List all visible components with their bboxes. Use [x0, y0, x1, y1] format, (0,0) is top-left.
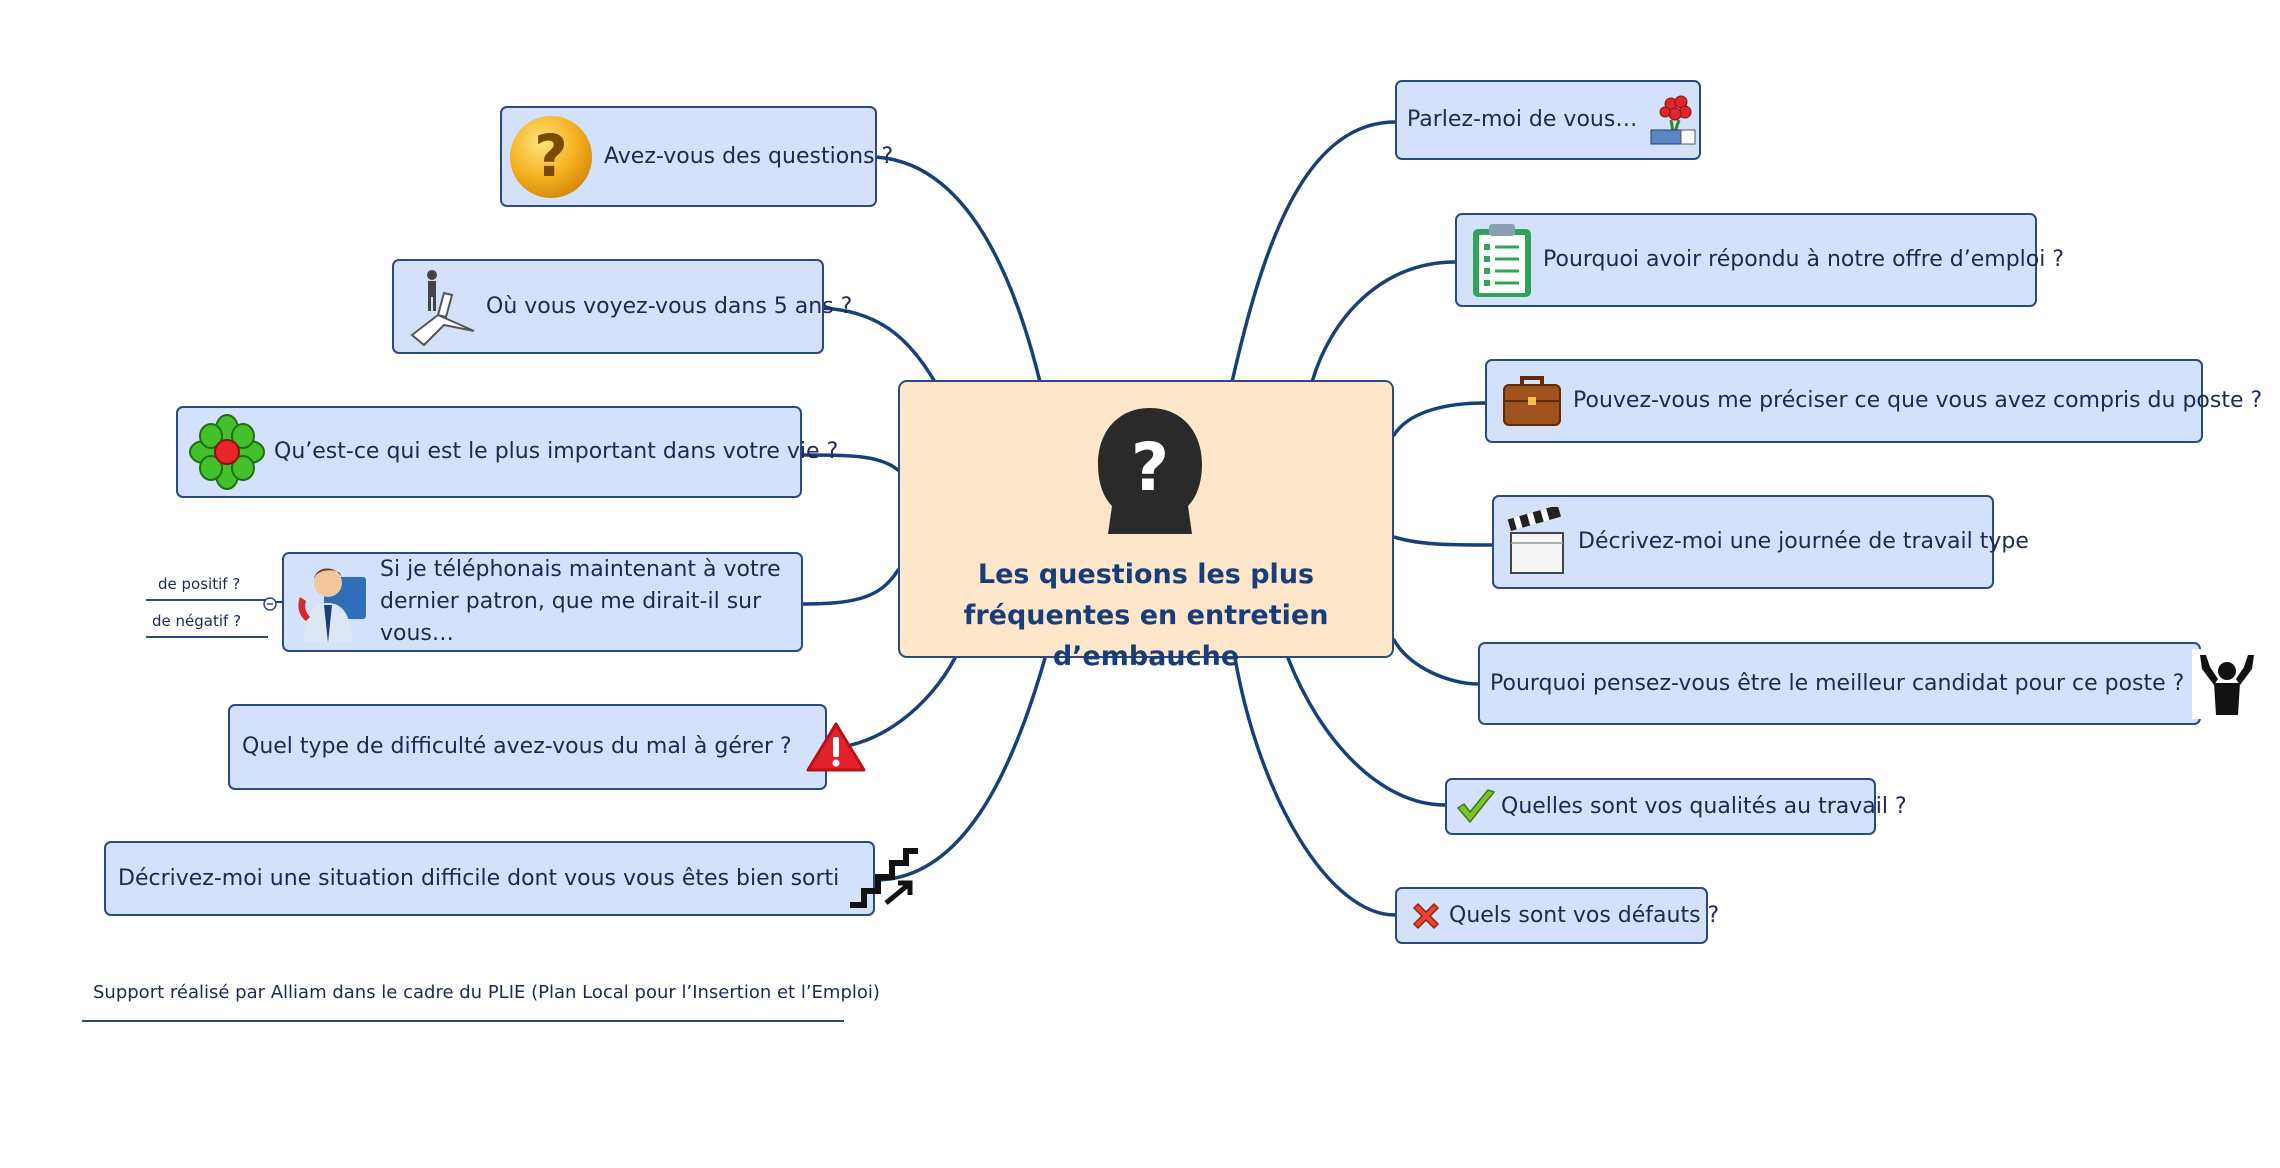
red-cross-icon — [1407, 897, 1445, 935]
subtopic-negatif[interactable]: de négatif ? — [152, 612, 242, 630]
topic-dernier-patron[interactable]: Si je téléphonais maintenant à votre der… — [282, 552, 803, 652]
svg-text:?: ? — [534, 122, 568, 190]
connector-ou-vous — [818, 306, 937, 384]
businessman-phone-icon — [294, 559, 370, 645]
topic-qualites-au-travail[interactable]: Quelles sont vos qualités au travail ? — [1445, 778, 1907, 835]
topic-label: Quelles sont vos qualités au travail ? — [1501, 793, 1907, 819]
subtopic-positif[interactable]: de positif ? — [158, 575, 241, 593]
subtopic-positif-underline — [146, 599, 268, 601]
question-mark-icon: ? — [508, 114, 594, 200]
connector-avez-vous — [873, 155, 1042, 384]
checkmark-icon — [1455, 786, 1497, 828]
connector-candidat — [1392, 638, 1480, 686]
connector-poste — [1392, 401, 1487, 437]
topic-label: Quels sont vos défauts ? — [1449, 902, 1720, 928]
svg-text:?: ? — [1131, 429, 1169, 506]
topic-label: Si je téléphonais maintenant à votre der… — [380, 557, 781, 646]
flowers-hand-icon — [1643, 90, 1703, 150]
topic-le-plus-important[interactable]: Qu’est-ce qui est le plus important dans… — [176, 406, 838, 498]
connector-telephone — [798, 568, 900, 606]
connector-important — [798, 453, 900, 472]
topic-journee-type[interactable]: Décrivez-moi une journée de travail type — [1492, 495, 2029, 589]
stairs-up-icon — [845, 846, 923, 912]
topic-label: Parlez-moi de vous… — [1407, 107, 1638, 133]
topic-label: Quel type de difficulté avez-vous du mal… — [242, 734, 792, 760]
clapperboard-icon — [1506, 506, 1568, 578]
footer-credit: Support réalisé par Alliam dans le cadre… — [93, 982, 880, 1003]
topic-label: Pouvez-vous me préciser ce que vous avez… — [1573, 388, 2263, 414]
topic-label: Décrivez-moi une situation difficile don… — [118, 865, 840, 891]
topic-compris-du-poste[interactable]: Pouvez-vous me préciser ce que vous avez… — [1485, 359, 2262, 443]
question-head-icon: ? — [1098, 408, 1202, 534]
topic-label: Pourquoi pensez-vous être le meilleur ca… — [1490, 670, 2185, 696]
connector-journee — [1392, 535, 1494, 547]
topic-label: Qu’est-ce qui est le plus important dans… — [274, 439, 839, 465]
central-topic-title: Les questions les plus fréquentes en ent… — [963, 559, 1329, 672]
topic-meilleur-candidat[interactable]: Pourquoi pensez-vous être le meilleur ca… — [1478, 642, 2263, 725]
green-flower-icon — [188, 413, 266, 491]
crossroads-icon — [404, 265, 478, 349]
subtopic-negatif-underline — [146, 636, 268, 638]
topic-offre-emploi[interactable]: Pourquoi avoir répondu à notre offre d’e… — [1455, 213, 2064, 307]
topic-type-de-difficulte[interactable]: Quel type de difficulté avez-vous du mal… — [228, 704, 866, 790]
clipboard-checklist-icon — [1467, 220, 1537, 300]
topic-situation-difficile[interactable]: Décrivez-moi une situation difficile don… — [104, 841, 919, 916]
winner-silhouette-icon — [2192, 648, 2263, 719]
topic-avez-vous-des-questions[interactable]: ? Avez-vous des questions ? — [500, 106, 893, 207]
central-topic[interactable]: ? Les questions les plus fréquentes en e… — [898, 380, 1394, 672]
connector-offre — [1310, 260, 1457, 384]
topic-label: Avez-vous des questions ? — [604, 143, 894, 169]
topic-ou-vous-voyez-vous[interactable]: Où vous voyez-vous dans 5 ans ? — [392, 259, 852, 354]
warning-icon — [804, 719, 868, 775]
briefcase-icon — [1499, 371, 1565, 431]
topic-label: Décrivez-moi une journée de travail type — [1578, 529, 2029, 555]
connector-qualites — [1286, 656, 1447, 807]
connector-defauts — [1233, 656, 1397, 917]
footer-underline — [82, 1020, 844, 1022]
connector-situation — [873, 656, 1047, 882]
collapse-toggle-icon[interactable] — [262, 596, 278, 612]
topic-label: Pourquoi avoir répondu à notre offre d’e… — [1543, 247, 2065, 273]
topic-label: Où vous voyez-vous dans 5 ans ? — [486, 293, 853, 319]
connector-parlez — [1230, 120, 1397, 384]
topic-parlez-moi-de-vous[interactable]: Parlez-moi de vous… — [1395, 80, 1701, 160]
topic-defauts[interactable]: Quels sont vos défauts ? — [1395, 887, 1719, 944]
